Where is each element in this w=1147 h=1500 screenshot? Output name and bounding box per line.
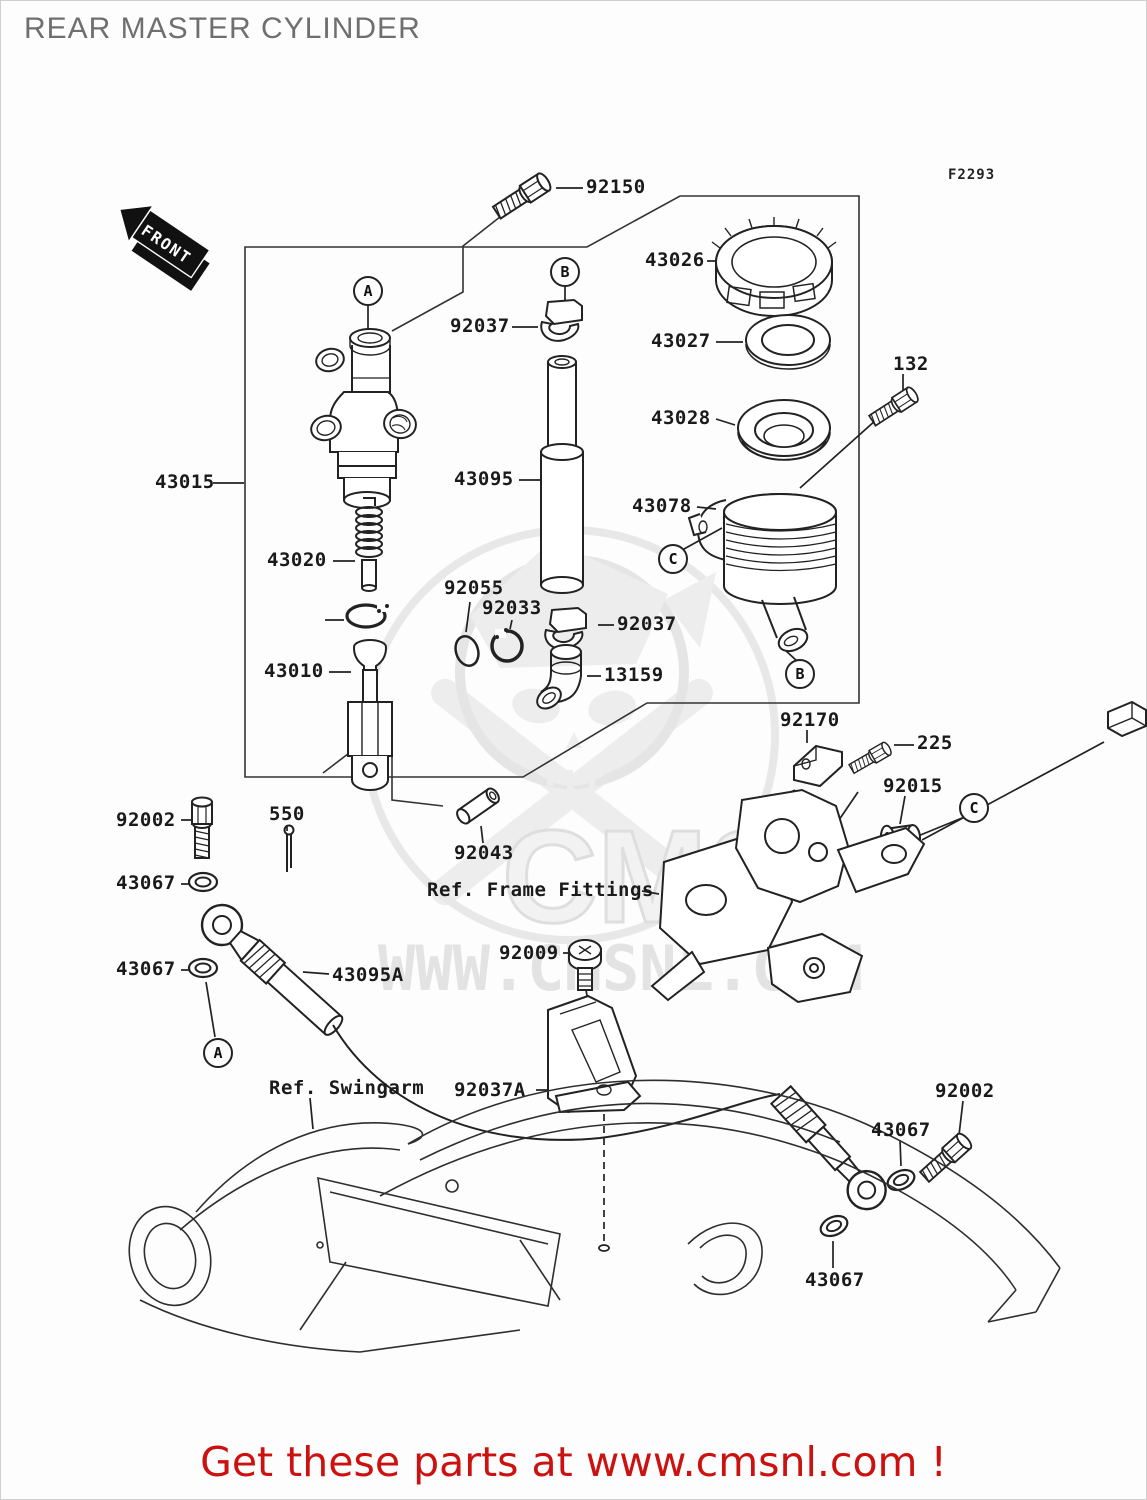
part-label-92150[interactable]: 92150 [586, 176, 646, 198]
drawing-swingarm [128, 1079, 1061, 1353]
part-label-92037[interactable]: 92037 [450, 315, 510, 337]
part-label-92170[interactable]: 92170 [780, 709, 840, 731]
part-label-43015[interactable]: 43015 [155, 471, 215, 493]
page-title: REAR MASTER CYLINDER [24, 12, 421, 45]
ref-label-frame-fittings[interactable]: Ref. Frame Fittings [427, 879, 654, 901]
drawing-brake-hose-43095a [200, 903, 344, 1036]
part-label-43020[interactable]: 43020 [267, 549, 327, 571]
drawing-cap-43026 [711, 217, 837, 317]
drawing-circlip-92022 [345, 603, 389, 629]
part-label-43067[interactable]: 43067 [116, 872, 176, 894]
drawing-bolt-225 [847, 740, 894, 776]
part-label-92009[interactable]: 92009 [499, 942, 559, 964]
footer-cta-banner[interactable]: Get these parts at www.cmsnl.com ! [200, 1438, 947, 1486]
drawing-plate-43027 [745, 314, 831, 370]
drawing-washer-43067-2 [187, 957, 219, 979]
marker-C-1: C [658, 544, 688, 574]
drawing-master-cylinder-body [310, 328, 417, 509]
part-label-92002[interactable]: 92002 [116, 809, 176, 831]
drawing-oring-92055 [454, 635, 480, 667]
part-label-43078[interactable]: 43078 [632, 495, 692, 517]
part-label-92037a[interactable]: 92037A [454, 1079, 526, 1101]
part-label-92037-2[interactable]: 92037 [617, 613, 677, 635]
drawing-pin-92043 [456, 787, 500, 825]
marker-C-2: C [959, 793, 989, 823]
drawing-spring-43020 [355, 497, 383, 592]
drawing-brake-hose-lower-end [769, 1084, 887, 1211]
marker-letter: C [969, 799, 979, 817]
part-label-43027[interactable]: 43027 [651, 330, 711, 352]
fiche-code: F2293 [948, 167, 996, 183]
leader-lines [181, 187, 1105, 1268]
part-label-43095[interactable]: 43095 [454, 468, 514, 490]
part-label-92002-2[interactable]: 92002 [935, 1080, 995, 1102]
marker-A-1: A [353, 276, 383, 306]
part-label-92055[interactable]: 92055 [444, 577, 504, 599]
part-label-43010[interactable]: 43010 [264, 660, 324, 682]
marker-letter: A [213, 1044, 223, 1062]
drawing-bolt-92002-left [191, 796, 213, 859]
part-label-225[interactable]: 225 [917, 732, 953, 754]
part-label-43028[interactable]: 43028 [651, 407, 711, 429]
marker-letter: B [560, 263, 570, 281]
marker-A-2: A [203, 1038, 233, 1068]
drawing-washer-43067-3 [883, 1164, 919, 1196]
drawing-reservoir-43078 [687, 493, 837, 653]
drawing-frame-clip [1107, 700, 1147, 738]
part-label-92015[interactable]: 92015 [883, 775, 943, 797]
part-label-550[interactable]: 550 [269, 803, 305, 825]
part-label-92033[interactable]: 92033 [482, 597, 542, 619]
drawing-bolt-92150 [490, 170, 554, 222]
drawing-pushrod-43010 [347, 639, 393, 791]
part-label-92043[interactable]: 92043 [454, 842, 514, 864]
marker-B-2: B [785, 659, 815, 689]
front-direction-arrow: FRONT [118, 204, 211, 291]
drawing-bracket-92170 [793, 744, 843, 788]
drawing-hose-43095 [540, 355, 584, 594]
part-label-43026[interactable]: 43026 [645, 249, 705, 271]
marker-B-1: B [550, 257, 580, 287]
drawing-elbow-13159 [536, 644, 582, 710]
drawing-hose-curve [332, 1024, 781, 1141]
marker-letter: C [668, 550, 678, 568]
drawing-screw-92009 [568, 939, 602, 991]
drawing-cotter-pin-550 [283, 824, 295, 872]
marker-letter: B [795, 665, 805, 683]
cms-watermark-logo: CMS WWW.CMSNL.COM [361, 526, 863, 1005]
drawing-snapring-92033 [490, 628, 524, 663]
part-label-43067-2[interactable]: 43067 [116, 958, 176, 980]
part-label-43095a[interactable]: 43095A [332, 964, 404, 986]
part-label-43067-4[interactable]: 43067 [805, 1269, 865, 1291]
drawing-washer-43067-1 [187, 871, 219, 893]
part-label-132[interactable]: 132 [893, 353, 929, 375]
marker-letter: A [363, 282, 373, 300]
drawing-clamp-92037-top [540, 299, 583, 342]
drawing-frame-fittings-bracket [650, 788, 926, 1004]
part-label-43067-3[interactable]: 43067 [871, 1119, 931, 1141]
drawing-washer-43067-4 [816, 1210, 852, 1242]
drawing-diaphragm-43028 [737, 399, 831, 461]
drawing-guide-bracket-92037a [547, 994, 642, 1114]
ref-label-swingarm[interactable]: Ref. Swingarm [269, 1077, 425, 1099]
part-label-13159[interactable]: 13159 [604, 664, 664, 686]
drawing-bolt-132 [866, 384, 921, 429]
